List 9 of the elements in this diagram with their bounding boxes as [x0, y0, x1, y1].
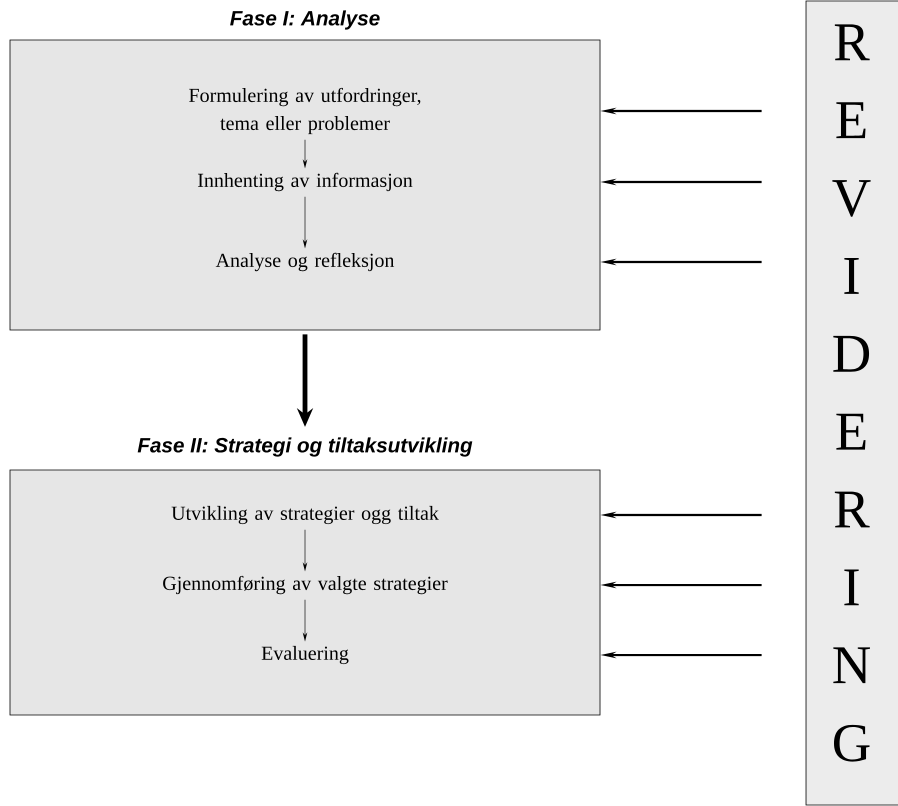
step-text: Evaluering — [262, 646, 348, 664]
step-text: Formulering av utfordringer, tema eller problemer — [189, 88, 420, 134]
phase-heading: Fase I: Analyse — [230, 10, 380, 30]
step-text: Innhenting av informasjon — [198, 172, 412, 192]
revision-bar: REVIDERING — [806, 0, 898, 806]
phase-heading: Fase II: Strategi og tiltaksutvikling — [138, 437, 472, 457]
step-text: Utvikling av strategier ogg tiltak — [172, 506, 439, 524]
step-text: Analyse og refleksjon — [216, 252, 394, 272]
step-text: Gjennomføring av valgte strategier — [163, 576, 448, 594]
